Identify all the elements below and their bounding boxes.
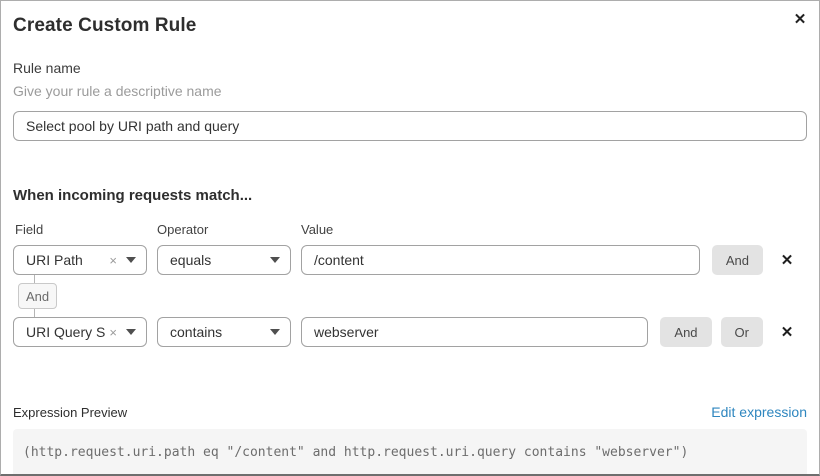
chevron-down-icon xyxy=(126,257,136,263)
page-title: Create Custom Rule xyxy=(13,15,197,36)
rule-name-input[interactable] xyxy=(13,111,807,141)
expression-preview-label: Expression Preview xyxy=(13,405,128,420)
field-select-row1[interactable]: URI Path × xyxy=(13,245,147,275)
edit-expression-link[interactable]: Edit expression xyxy=(711,404,807,420)
rule-name-label: Rule name xyxy=(13,60,81,76)
close-icon[interactable]: ✕ xyxy=(789,9,811,31)
chevron-down-icon xyxy=(270,257,280,263)
value-input-row1[interactable] xyxy=(301,245,700,275)
and-button-row1[interactable]: And xyxy=(711,245,763,275)
expression-code-preview: (http.request.uri.path eq "/content" and… xyxy=(13,429,807,474)
condition-column-labels: Field Operator Value xyxy=(13,222,807,237)
condition-row-1: URI Path × equals And ✕ xyxy=(13,245,807,275)
expression-preview-header: Expression Preview Edit expression xyxy=(13,404,807,420)
chevron-down-icon xyxy=(126,329,136,335)
match-section-heading: When incoming requests match... xyxy=(13,187,253,204)
chevron-down-icon xyxy=(270,329,280,335)
or-button-row2[interactable]: Or xyxy=(720,317,763,347)
field-select-row2[interactable]: URI Query St... × xyxy=(13,317,147,347)
connector-line-top xyxy=(34,275,35,283)
and-connector-toggle[interactable]: And xyxy=(18,283,58,309)
and-connector: And xyxy=(18,275,807,317)
field-column-label: Field xyxy=(15,222,44,237)
rule-name-helper: Give your rule a descriptive name xyxy=(13,83,222,99)
operator-column-label: Operator xyxy=(157,222,209,237)
and-button-row2[interactable]: And xyxy=(660,317,712,347)
connector-line-bottom xyxy=(34,309,35,317)
field-select-row2-value: URI Query St... xyxy=(26,324,106,340)
value-input-row2[interactable] xyxy=(301,317,649,347)
operator-select-row1-value: equals xyxy=(170,252,212,268)
clear-icon[interactable]: × xyxy=(109,252,117,268)
operator-select-row2-value: contains xyxy=(170,324,223,340)
delete-row2-icon[interactable]: ✕ xyxy=(780,324,794,341)
operator-select-row2[interactable]: contains xyxy=(157,317,291,347)
value-column-label: Value xyxy=(301,222,334,237)
delete-row1-icon[interactable]: ✕ xyxy=(780,252,794,269)
field-select-row1-value: URI Path xyxy=(26,252,83,268)
operator-select-row1[interactable]: equals xyxy=(157,245,291,275)
clear-icon[interactable]: × xyxy=(109,324,117,340)
condition-row-2: URI Query St... × contains And Or ✕ xyxy=(13,317,807,347)
